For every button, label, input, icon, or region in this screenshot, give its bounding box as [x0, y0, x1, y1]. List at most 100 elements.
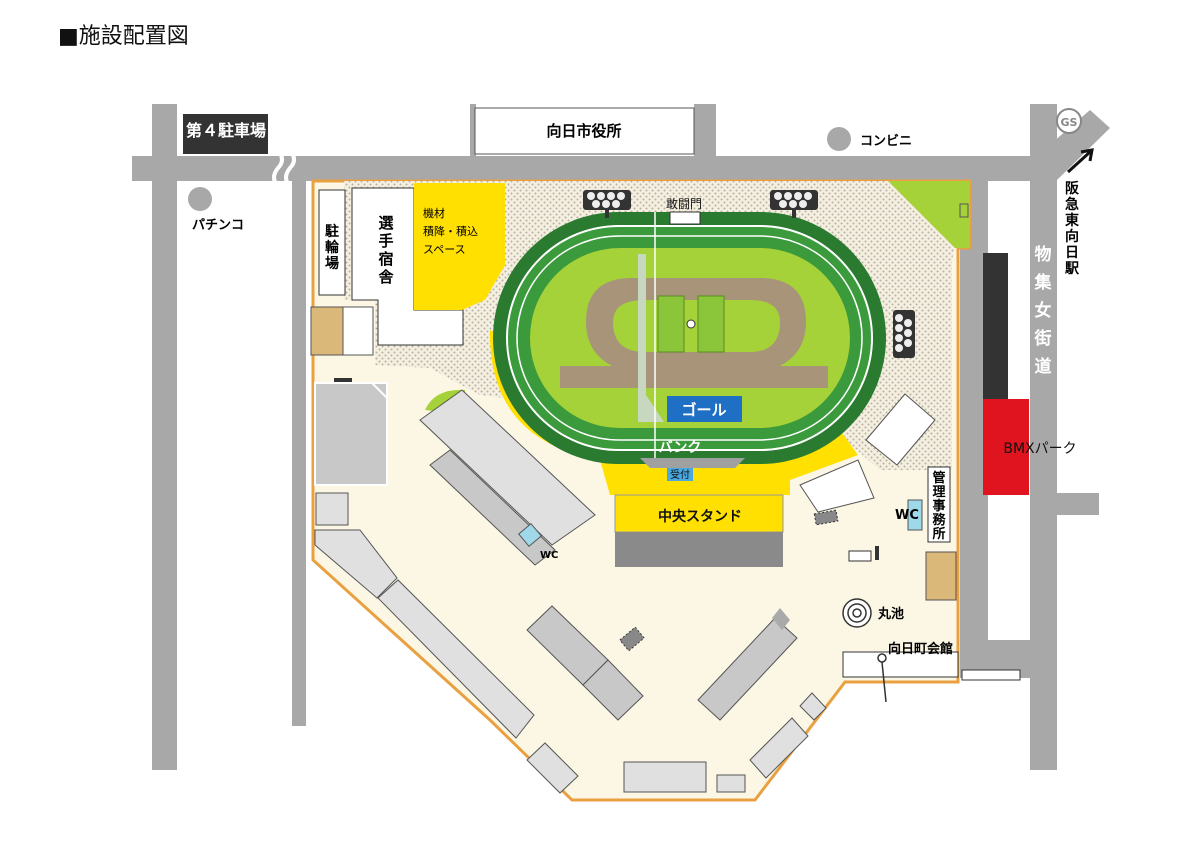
station-arrow-icon: [1066, 148, 1094, 174]
dormitory-char-1: 選: [378, 214, 393, 232]
central-stand-block: [614, 494, 784, 533]
town-hall-pole: [881, 661, 887, 703]
bank-apron: [640, 458, 745, 468]
road-east-branch: [1057, 493, 1099, 515]
south-building-2: [582, 659, 644, 721]
southwest-small-building: [526, 742, 579, 794]
gate-label: 敢闘門: [666, 197, 702, 211]
bicycle-parking-char-2: 輪: [325, 239, 340, 256]
dormitory-char-4: 舎: [378, 268, 394, 286]
equipment-label-2: 積降・積込: [423, 224, 478, 238]
station-char-5: 日: [1065, 245, 1079, 261]
road-diagonal: [1030, 110, 1110, 180]
dormitory-char-3: 宿: [378, 250, 393, 268]
east-building-1: [865, 393, 936, 466]
southeast-long-building: [697, 617, 798, 721]
station-char-3: 東: [1065, 212, 1079, 229]
town-hall-label: 向日町会館: [888, 641, 953, 657]
bicycle-parking-char-3: 場: [325, 255, 339, 272]
east-tan-block: [925, 551, 957, 601]
road-left-inner: [292, 181, 306, 726]
page-title: ■施設配置図: [58, 24, 189, 49]
convenience-label: コンビニ: [860, 133, 912, 149]
central-stand-base: [615, 532, 783, 567]
parking4-label: 第４駐車場: [186, 121, 266, 140]
road-top: [132, 156, 1030, 181]
floodlights: [583, 190, 915, 358]
town-hall-marker: [877, 653, 887, 663]
floodlight-left: [583, 190, 631, 218]
green-corner: [888, 181, 970, 248]
management-char-1: 管: [932, 470, 945, 486]
west-door: [334, 378, 352, 382]
west-building-roof: [314, 382, 388, 486]
gs-marker: [1056, 108, 1082, 134]
bmx-dark-strip: [983, 253, 1008, 401]
inner-brown-track: [560, 278, 828, 388]
west-buildings: 駐 輪 場 選 手 宿 舎 機材 積降・積込 スペース: [310, 183, 579, 794]
bmx-area: BMXパーク: [983, 253, 1077, 495]
gate-box: [669, 211, 701, 225]
dormitory-char-2: 手: [378, 232, 393, 250]
floodlight-right: [770, 190, 818, 218]
road-right: [1030, 104, 1057, 770]
center-buildings: WC: [419, 389, 827, 793]
bmx-park-label: BMXパーク: [1003, 441, 1076, 457]
street-char-4: 街: [1034, 328, 1052, 349]
floodlight-east: [893, 310, 915, 358]
street-char-3: 女: [1035, 300, 1052, 321]
station-label-group: 阪 急 東 向 日 駅: [1065, 181, 1080, 277]
bicycle-parking-char-1: 駐: [325, 223, 339, 240]
convenience-marker: [827, 127, 851, 151]
station-char-6: 駅: [1065, 261, 1080, 277]
pachinko-marker: [188, 187, 212, 211]
east-building-2: [799, 459, 875, 513]
track-lane-line: [516, 235, 863, 441]
small-green-box: [959, 203, 969, 218]
east-buildings: 管 理 事 務 所 WC 丸池 向日町会館: [799, 393, 1021, 703]
road-left: [152, 104, 177, 770]
street-label-group: 物 集 女 街 道: [1034, 244, 1053, 377]
town-hall-building: [842, 651, 959, 678]
goal-label: ゴール: [681, 401, 726, 419]
west-building-angled: [314, 529, 398, 599]
equipment-space: [414, 183, 505, 310]
bicycle-parking: [318, 189, 346, 296]
street-char-1: 物: [1035, 244, 1052, 265]
tan-block-west: [310, 306, 344, 356]
station-char-4: 向: [1065, 228, 1079, 245]
west-box-small: [315, 492, 349, 526]
station-char-1: 阪: [1065, 181, 1080, 197]
road-break-mark: [272, 148, 296, 188]
east-small-box: [848, 550, 872, 562]
center-long-building: [419, 389, 596, 546]
city-hall-box: [474, 107, 695, 155]
reception-box: [667, 467, 693, 481]
field-right: [697, 295, 725, 353]
straight-lane: [638, 254, 646, 422]
street-char-5: 道: [1035, 356, 1052, 377]
bmx-park: [983, 399, 1029, 495]
southeast-small-building: [749, 717, 809, 779]
wc-east-label: WC: [895, 508, 919, 523]
gate-group: 敢闘門: [666, 197, 702, 225]
equipment-label-3: スペース: [423, 243, 466, 256]
lane-to-goal: [638, 395, 664, 422]
equipment-label-1: 機材: [423, 206, 445, 220]
wc-west-box: [518, 523, 542, 547]
management-char-3: 事: [932, 498, 945, 514]
pachinko-label: パチンコ: [192, 218, 244, 233]
west-small-building: [342, 306, 374, 356]
central-stand-label: 中央スタンド: [658, 508, 742, 525]
reception-label: 受付: [670, 468, 690, 481]
dashed-box-center: [619, 626, 645, 652]
east-long-strip: [961, 669, 1021, 681]
goal-box: [667, 396, 742, 422]
east-marker: [875, 546, 879, 560]
city-hall-label: 向日市役所: [546, 122, 621, 140]
gs-label: GS: [1061, 116, 1078, 129]
wc-east-box: [907, 499, 923, 531]
management-char-5: 所: [932, 526, 945, 542]
pond: [842, 598, 872, 628]
management-office: [927, 466, 951, 543]
